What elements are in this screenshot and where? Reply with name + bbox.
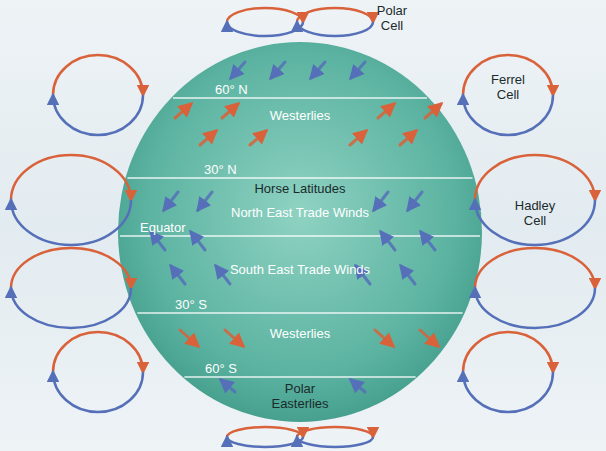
- wind-arrow: [216, 266, 230, 284]
- cell-loop: [11, 288, 131, 328]
- cell-loop: [297, 22, 373, 36]
- zone-label: Horse Latitudes: [254, 181, 345, 196]
- cell-loop: [297, 437, 373, 447]
- cell-loop: [297, 427, 373, 437]
- wind-arrow: [381, 232, 395, 250]
- latitude-line: [184, 376, 415, 378]
- wind-arrow: [164, 192, 178, 210]
- wind-arrow: [222, 104, 238, 118]
- wind-arrow: [400, 131, 416, 145]
- cell-loop: [463, 332, 553, 372]
- latitude-label: 30° N: [204, 162, 237, 177]
- wind-arrow: [425, 104, 441, 118]
- wind-label: Westerlies: [270, 326, 330, 341]
- wind-arrow: [401, 266, 415, 284]
- wind-arrow: [351, 62, 365, 78]
- wind-arrow: [221, 380, 235, 392]
- wind-arrow: [271, 62, 285, 78]
- wind-label: Polar Easterlies: [271, 381, 328, 411]
- wind-arrow: [225, 330, 243, 346]
- latitude-line: [173, 97, 427, 99]
- wind-arrow: [171, 266, 185, 284]
- cell-loop: [463, 372, 553, 412]
- wind-arrow: [421, 232, 435, 250]
- cell-loop: [297, 8, 373, 22]
- cell-loop: [227, 8, 303, 22]
- wind-arrow: [378, 104, 394, 118]
- wind-arrow: [191, 232, 205, 250]
- wind-arrow: [375, 330, 393, 346]
- wind-label: North East Trade Winds: [231, 205, 369, 220]
- wind-arrow: [175, 104, 191, 118]
- wind-arrow: [408, 192, 422, 210]
- wind-arrow: [231, 62, 245, 78]
- wind-arrow: [200, 131, 216, 145]
- cell-loop: [53, 95, 143, 135]
- cell-label: Hadley Cell: [515, 198, 555, 228]
- latitude-line: [137, 312, 462, 314]
- cell-loop: [227, 427, 303, 437]
- latitude-label: 60° N: [215, 82, 248, 97]
- cell-loop: [53, 372, 143, 412]
- wind-arrow: [180, 330, 198, 346]
- latitude-label: 60° S: [205, 361, 237, 376]
- cell-loop: [227, 437, 303, 447]
- wind-arrow: [374, 192, 388, 210]
- cell-loop: [11, 200, 131, 245]
- wind-arrow: [198, 192, 212, 210]
- wind-arrow: [350, 131, 366, 145]
- cell-loop: [11, 155, 131, 200]
- latitude-line: [128, 177, 473, 179]
- latitude-label: 30° S: [175, 297, 207, 312]
- wind-label: Westerlies: [270, 108, 330, 123]
- wind-arrow: [311, 62, 325, 78]
- wind-label: South East Trade Winds: [230, 262, 370, 277]
- globe: [118, 42, 482, 422]
- cell-loop: [11, 248, 131, 288]
- wind-arrow: [420, 330, 438, 346]
- wind-arrow: [351, 380, 365, 392]
- cell-loop: [227, 22, 303, 36]
- wind-arrow: [250, 131, 266, 145]
- cell-label: Ferrel Cell: [491, 72, 525, 102]
- cell-loop: [53, 332, 143, 372]
- cell-loop: [475, 248, 595, 288]
- cell-loop: [53, 55, 143, 95]
- cell-label: Polar Cell: [377, 3, 407, 33]
- cell-loop: [475, 288, 595, 328]
- latitude-label: Equator: [140, 220, 186, 235]
- cell-loop: [475, 155, 595, 200]
